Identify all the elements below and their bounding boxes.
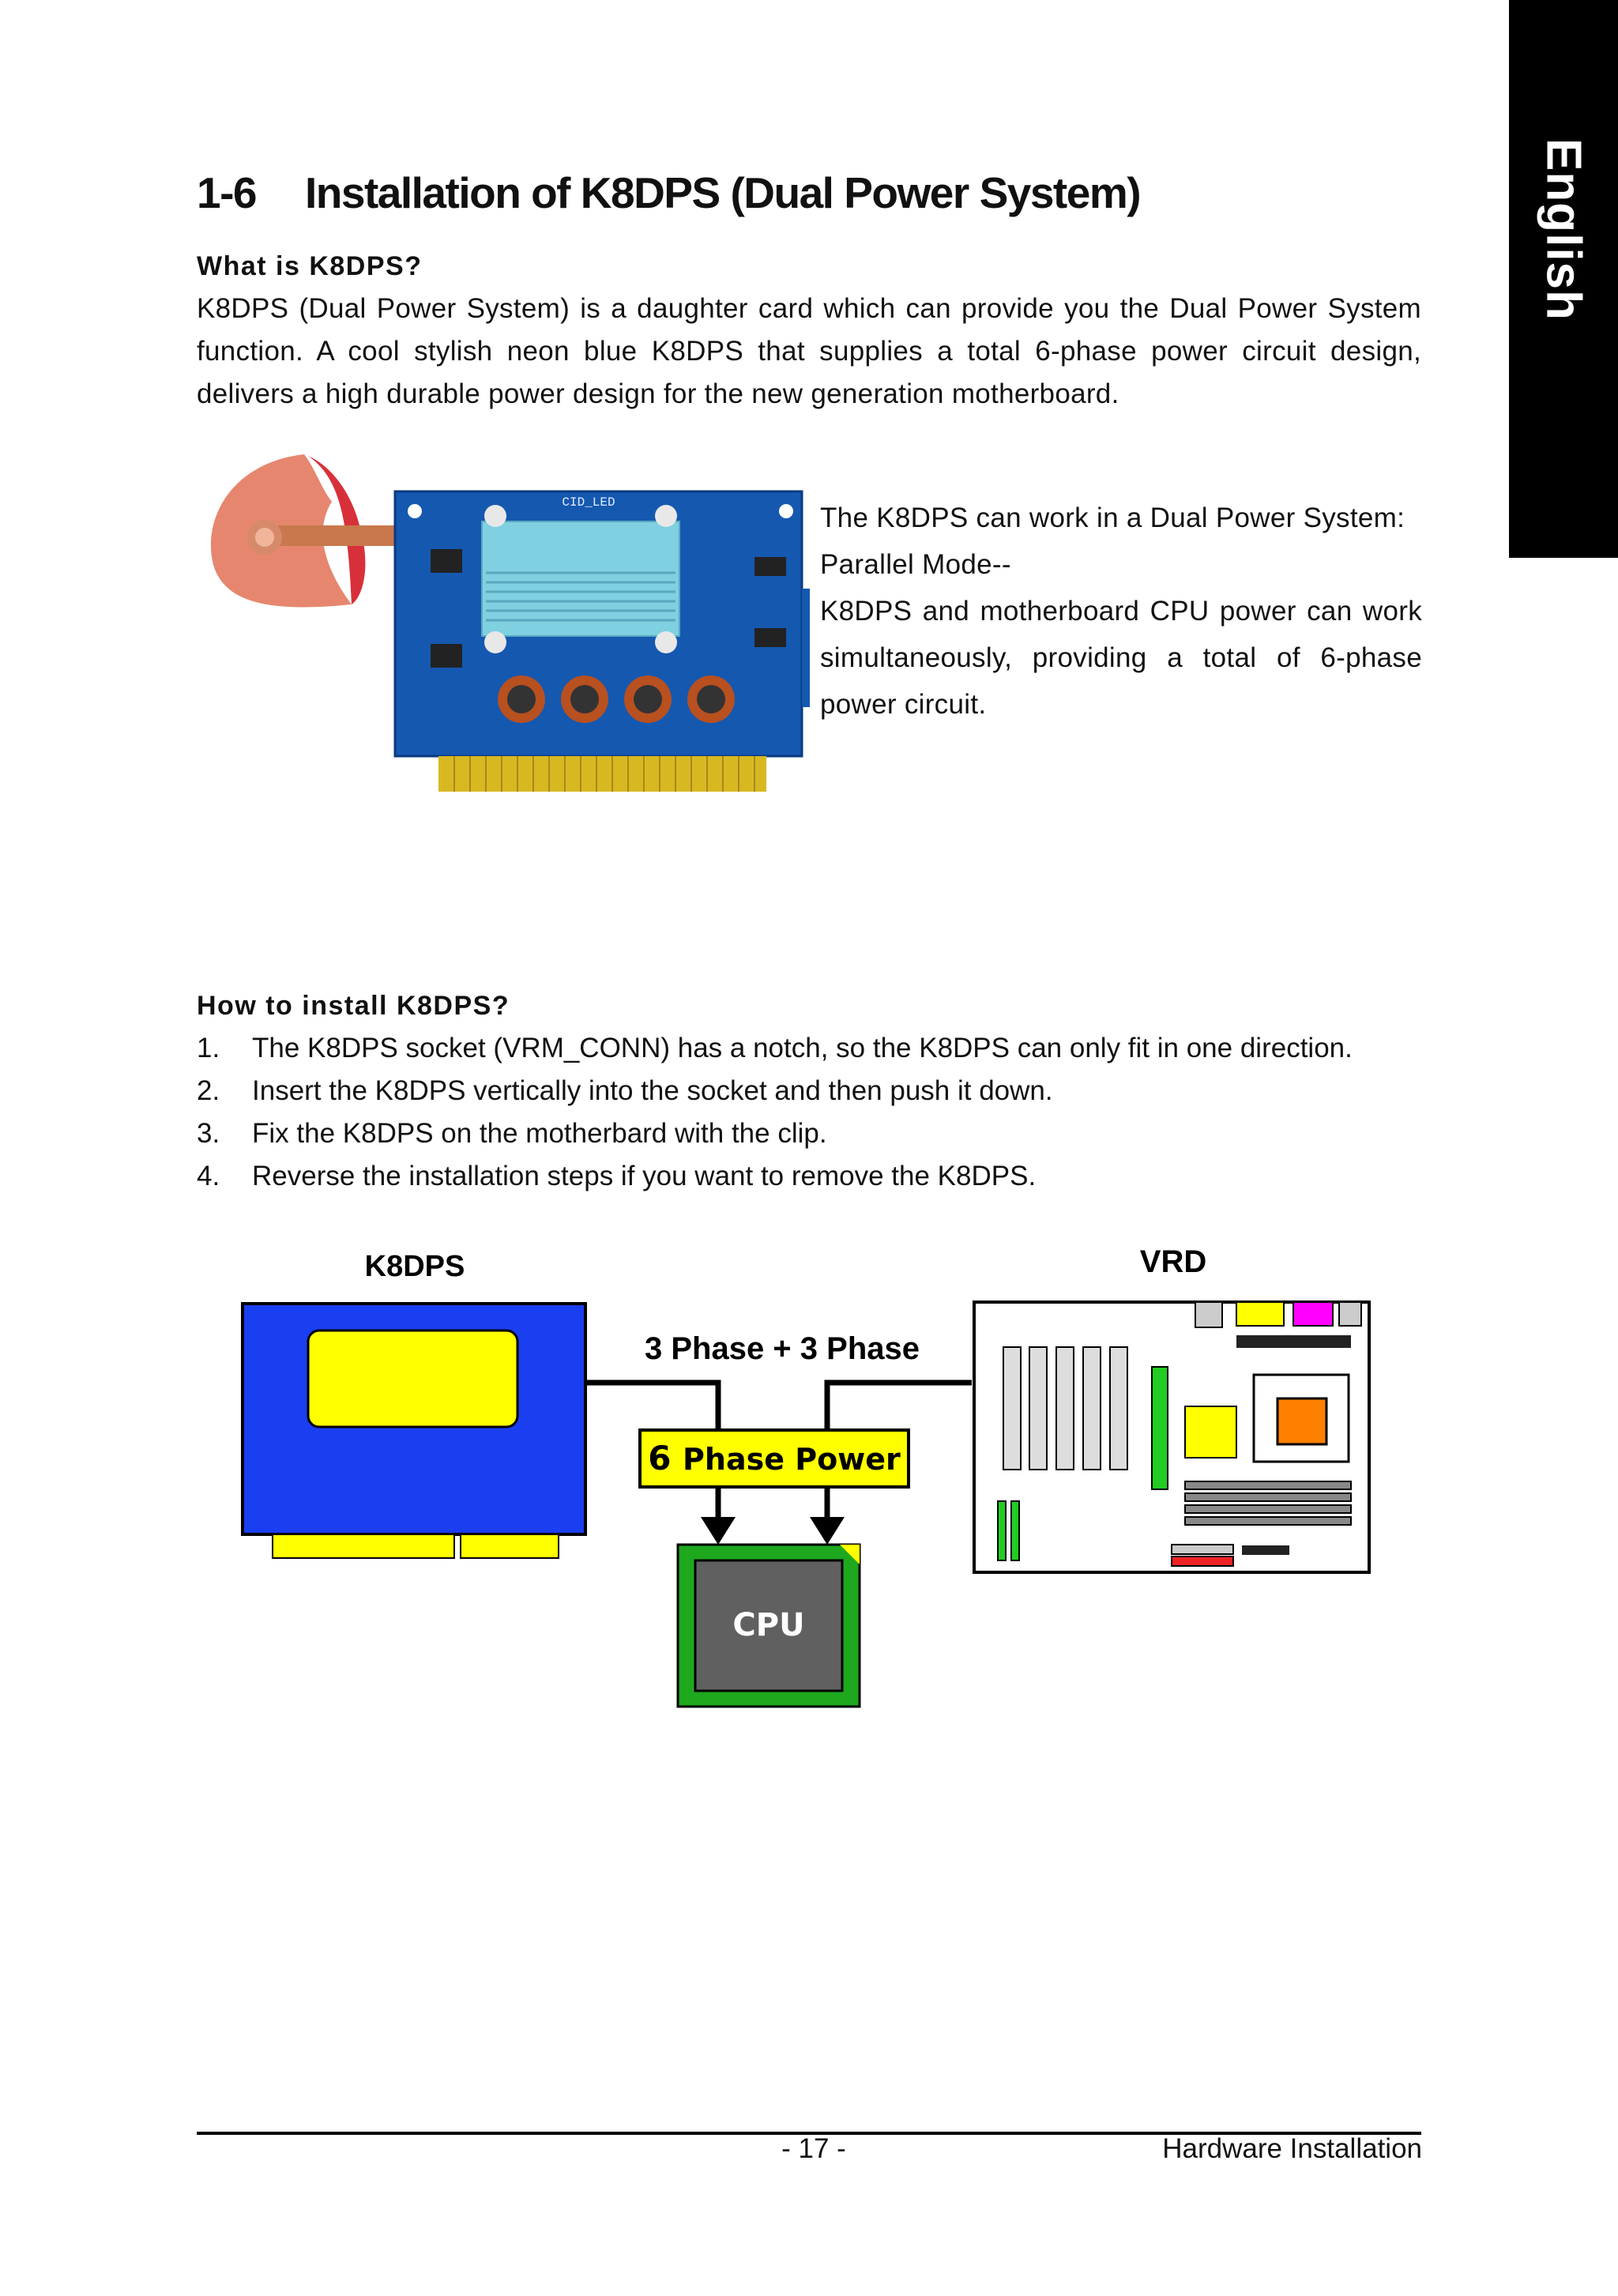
footer-rule [197, 2132, 1421, 2135]
install-step: 2.Insert the K8DPS vertically into the s… [197, 1075, 1053, 1106]
k8dps-card-photo: CID_LED [210, 454, 810, 792]
install-steps: 1.The K8DPS socket (VRM_CONN) has a notc… [197, 1027, 1353, 1198]
board-label: CID_LED [562, 495, 615, 510]
install-step: 1.The K8DPS socket (VRM_CONN) has a notc… [197, 1033, 1353, 1063]
what-is-paragraph: K8DPS (Dual Power System) is a daughter … [197, 293, 1421, 409]
section-title: 1-6 Installation of K8DPS (Dual Power Sys… [197, 167, 1142, 218]
how-to-heading: How to install K8DPS? [197, 991, 510, 1021]
dual-mode-line-1: The K8DPS can work in a Dual Power Syste… [820, 502, 1405, 533]
language-tab-label: English [1536, 137, 1591, 321]
dual-mode-line-2: Parallel Mode-- [820, 549, 1011, 580]
k8dps-heatsink [307, 1329, 519, 1428]
cpu-label: CPU [732, 1607, 804, 1643]
section-title-text: Installation of K8DPS (Dual Power System… [305, 168, 1142, 217]
cpu-die [694, 1559, 844, 1692]
section-number: 1-6 [197, 168, 258, 217]
k8dps-label: K8DPS [365, 1250, 465, 1283]
phase-power-box [638, 1428, 910, 1489]
dual-power-diagram: K8DPS 3 Phase + 3 Phase 6 Phase Power CP… [241, 1244, 1371, 1708]
vrd-label: VRD [1140, 1244, 1206, 1279]
phase-power-label: 6 Phase Power [648, 1439, 901, 1477]
install-step: 3.Fix the K8DPS on the motherbard with t… [197, 1118, 827, 1149]
inductors [498, 676, 735, 723]
install-step: 4.Reverse the installation steps if you … [197, 1161, 1037, 1191]
page-number: - 17 - [781, 2133, 846, 2164]
footer-section: Hardware Installation [1162, 2133, 1422, 2164]
language-tab [1509, 0, 1618, 558]
phase-label: 3 Phase + 3 Phase [645, 1331, 920, 1366]
dual-mode-description: The K8DPS can work in a Dual Power Syste… [820, 495, 1422, 728]
dual-mode-line-3: K8DPS and motherboard CPU power can work… [820, 596, 1422, 720]
what-is-heading: What is K8DPS? [197, 251, 423, 281]
